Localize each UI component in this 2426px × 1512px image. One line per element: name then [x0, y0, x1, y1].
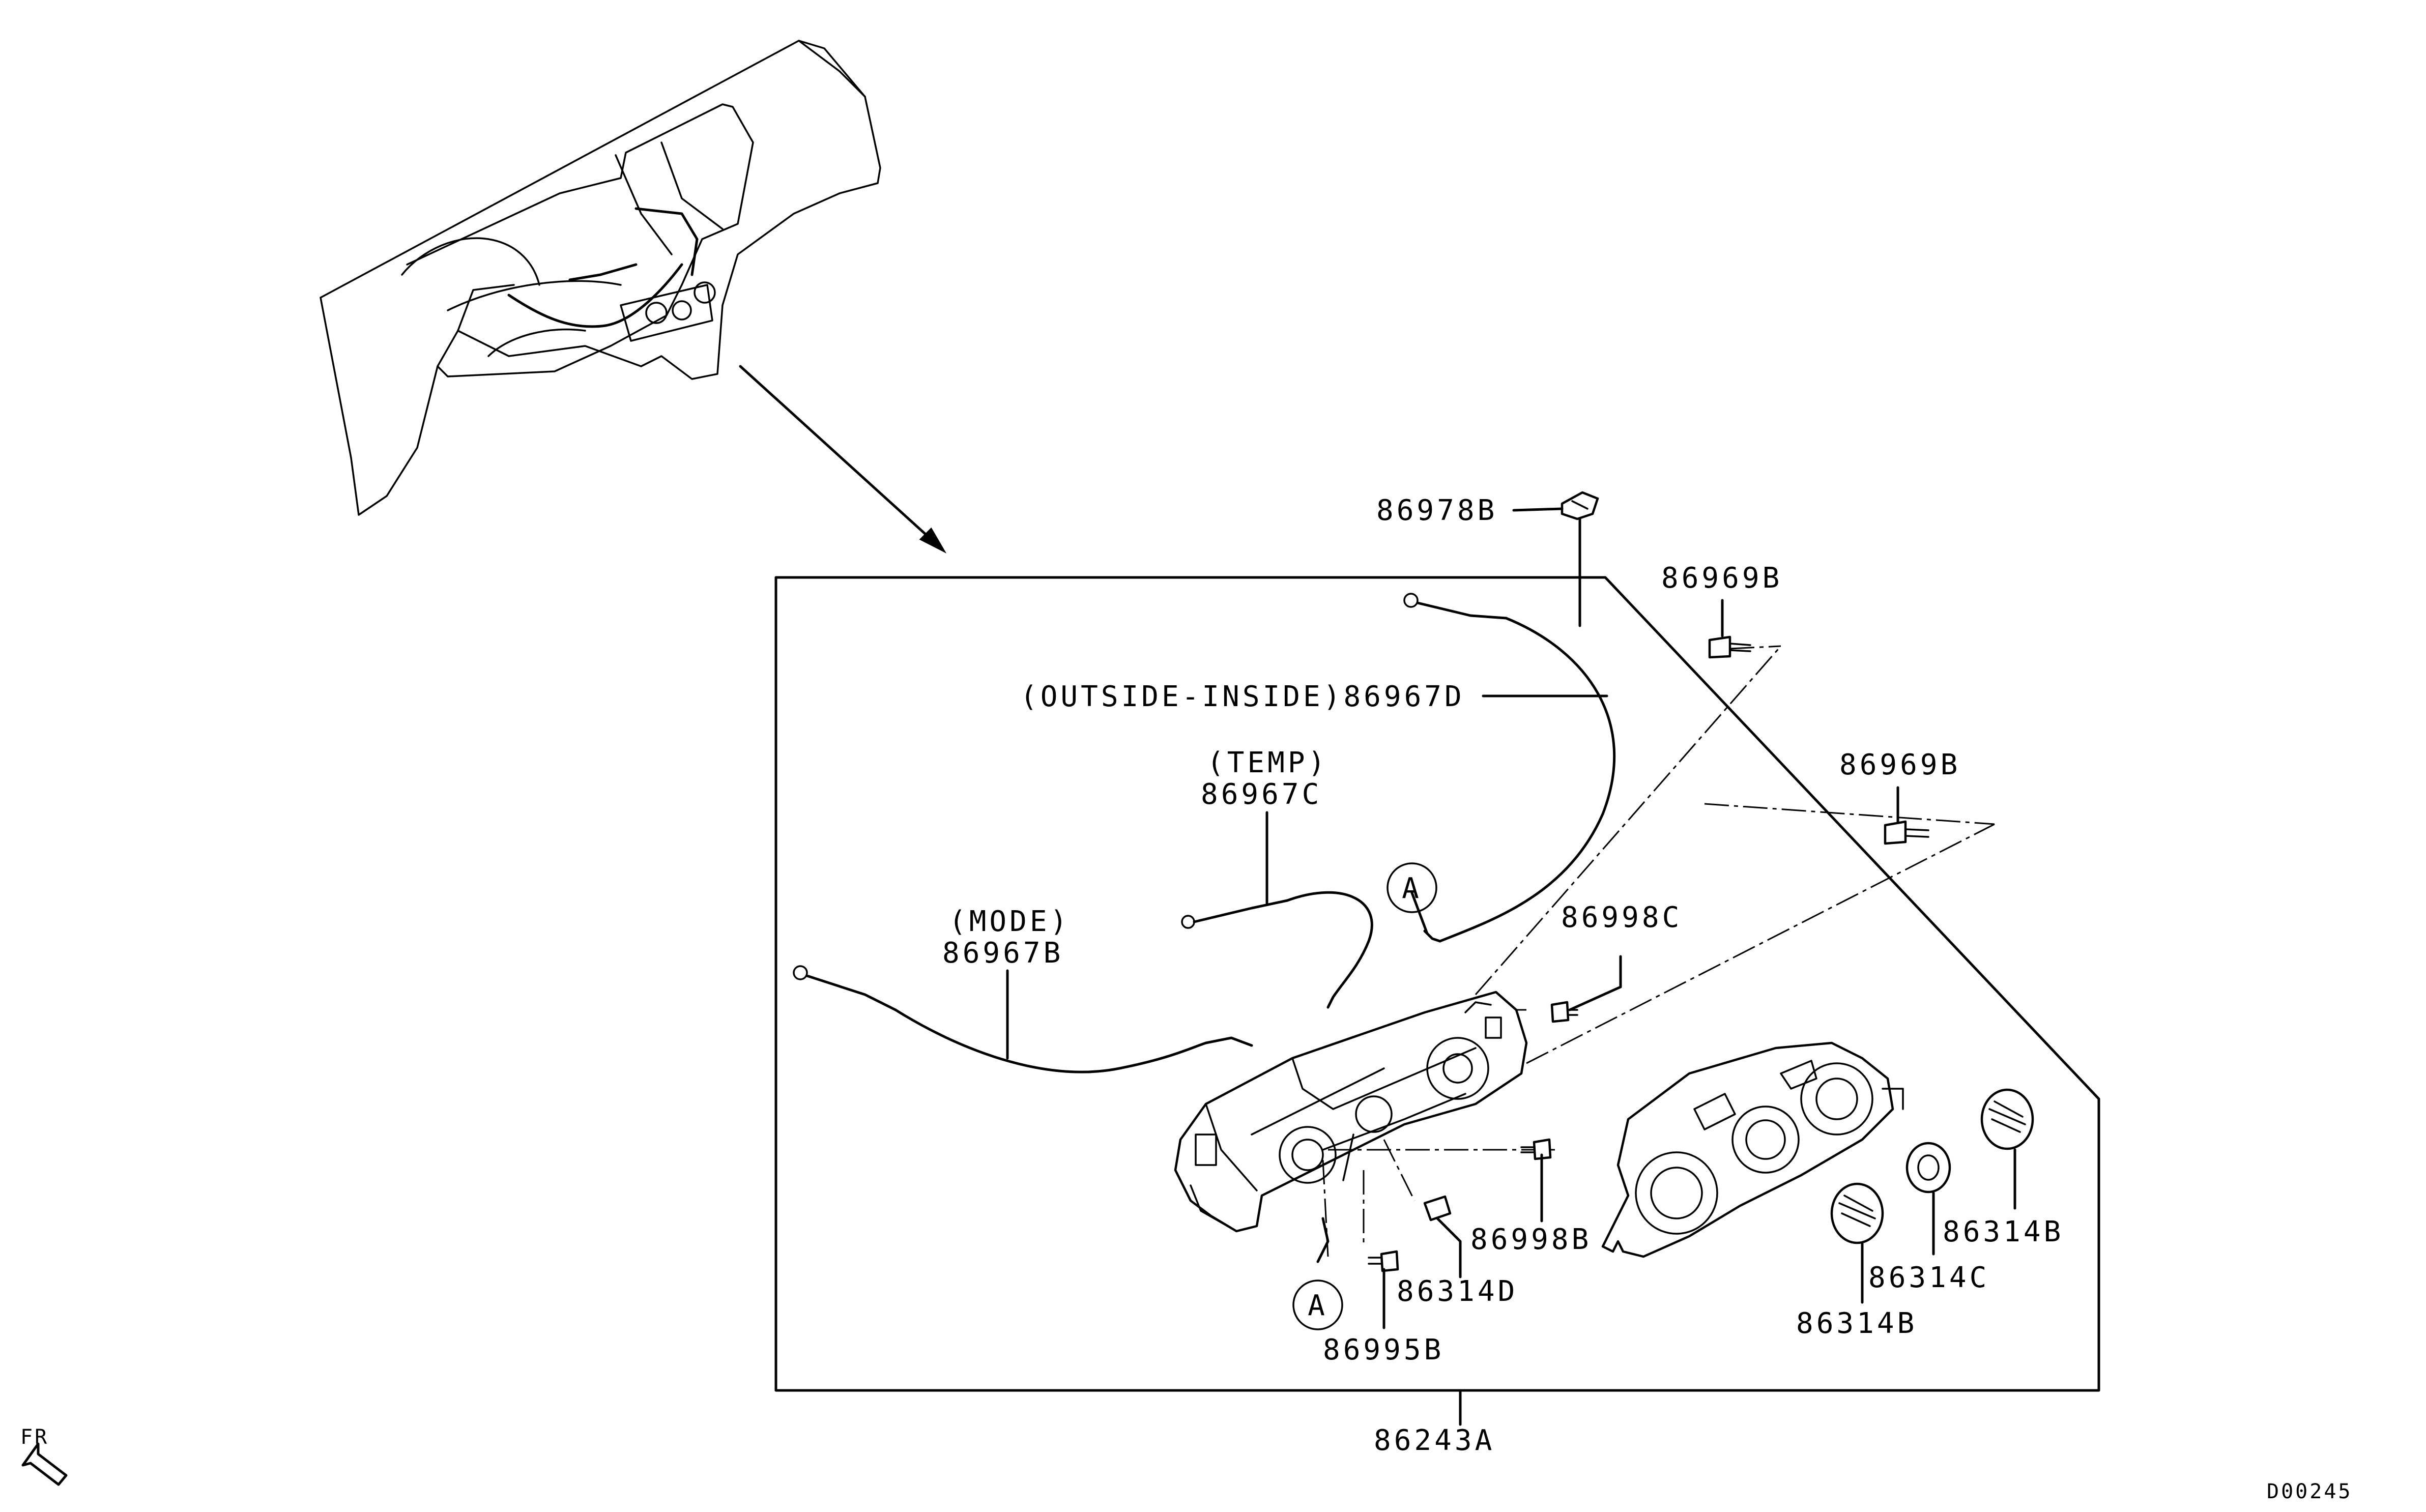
label-86969B-mid: 86969B — [1839, 748, 1960, 781]
knob-86314B-right — [1980, 1088, 2034, 1150]
label-86967C: 86967C — [1201, 778, 1322, 811]
label-86243A: 86243A — [1374, 1424, 1495, 1457]
label-86998B: 86998B — [1470, 1223, 1592, 1256]
assembly-detail-frame — [774, 576, 2100, 1392]
label-86314B-left: 86314B — [1796, 1307, 1917, 1340]
label-86967B: 86967B — [942, 937, 1063, 970]
label-86998C: 86998C — [1561, 901, 1682, 934]
callout-a-bottom: A — [1292, 1280, 1343, 1330]
label-86314B-right: 86314B — [1943, 1215, 2064, 1248]
leader-lines — [1006, 507, 2016, 1426]
label-86314D: 86314D — [1397, 1275, 1518, 1308]
label-temp-word: (TEMP) — [1207, 746, 1328, 779]
label-outside-inside-86967D: (OUTSIDE-INSIDE)86967D — [1020, 680, 1465, 713]
front-arrow-icon — [21, 1442, 68, 1486]
screw-86995B — [1368, 1250, 1399, 1272]
callout-a-bottom-label: A — [1308, 1289, 1328, 1322]
callout-a-top-label: A — [1402, 872, 1422, 905]
label-mode-word: (MODE) — [949, 905, 1070, 938]
cable-mode — [793, 965, 1253, 1073]
label-86995B: 86995B — [1323, 1333, 1444, 1366]
label-86969B-top: 86969B — [1661, 562, 1782, 595]
dashboard-overview-illustration — [320, 40, 881, 516]
detail-pointer-arrow-icon — [739, 365, 947, 554]
screw-86998C — [1550, 1001, 1578, 1023]
knob-86314B-left — [1830, 1182, 1884, 1244]
screw-86969B-upper — [1708, 635, 1751, 659]
callout-a-top: A — [1387, 862, 1437, 913]
screw-86969B-lower — [1884, 820, 1929, 845]
clip-86978B — [1561, 491, 1599, 520]
label-86314C: 86314C — [1868, 1261, 1989, 1294]
knob-86314C — [1905, 1142, 1951, 1194]
control-front-panel — [1601, 1041, 1904, 1258]
bulb-86314D — [1423, 1195, 1452, 1222]
cable-temp — [1181, 891, 1373, 1009]
screw-86998B — [1520, 1138, 1552, 1160]
drawing-code: D00245 — [2267, 1480, 2353, 1503]
front-marker-label: FR — [20, 1426, 49, 1449]
heater-control-base-unit — [1174, 991, 1528, 1233]
label-86978B: 86978B — [1376, 494, 1497, 527]
